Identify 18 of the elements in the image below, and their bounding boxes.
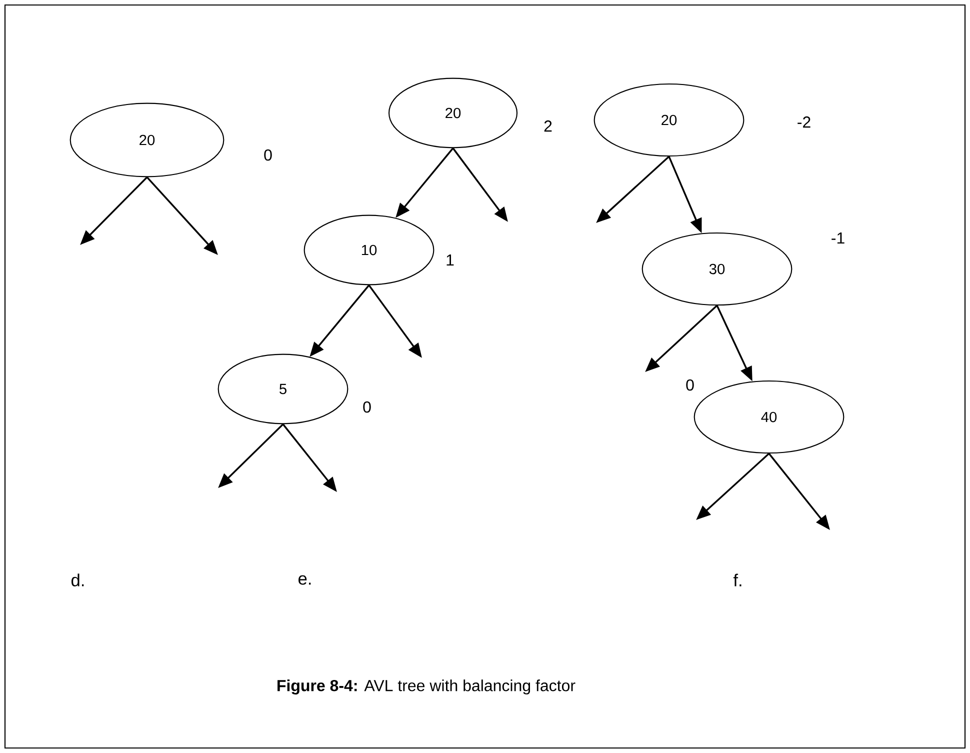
tree-node: 40 <box>694 380 844 454</box>
caption: Figure 8-4: AVL tree with balancing factor <box>278 680 576 694</box>
tree-node: 20 <box>70 102 224 178</box>
balance-factor: -1 <box>832 232 844 244</box>
balance-factor: 0 <box>363 401 371 413</box>
tree-label: e. <box>298 575 311 585</box>
tree-node: 30 <box>642 232 792 306</box>
balance-factor: -2 <box>798 116 810 128</box>
tree-node: 20 <box>388 78 518 148</box>
tree-label: d. <box>72 574 84 586</box>
tree-node: 10 <box>304 214 434 286</box>
balance-factor: 0 <box>686 379 694 391</box>
tree-label: f. <box>733 574 742 586</box>
balance-factor: 0 <box>264 149 272 161</box>
balance-factor: 2 <box>544 120 552 132</box>
tree-node: 5 <box>218 354 348 424</box>
balance-factor: 1 <box>446 254 454 266</box>
tree-node: 20 <box>594 83 744 157</box>
